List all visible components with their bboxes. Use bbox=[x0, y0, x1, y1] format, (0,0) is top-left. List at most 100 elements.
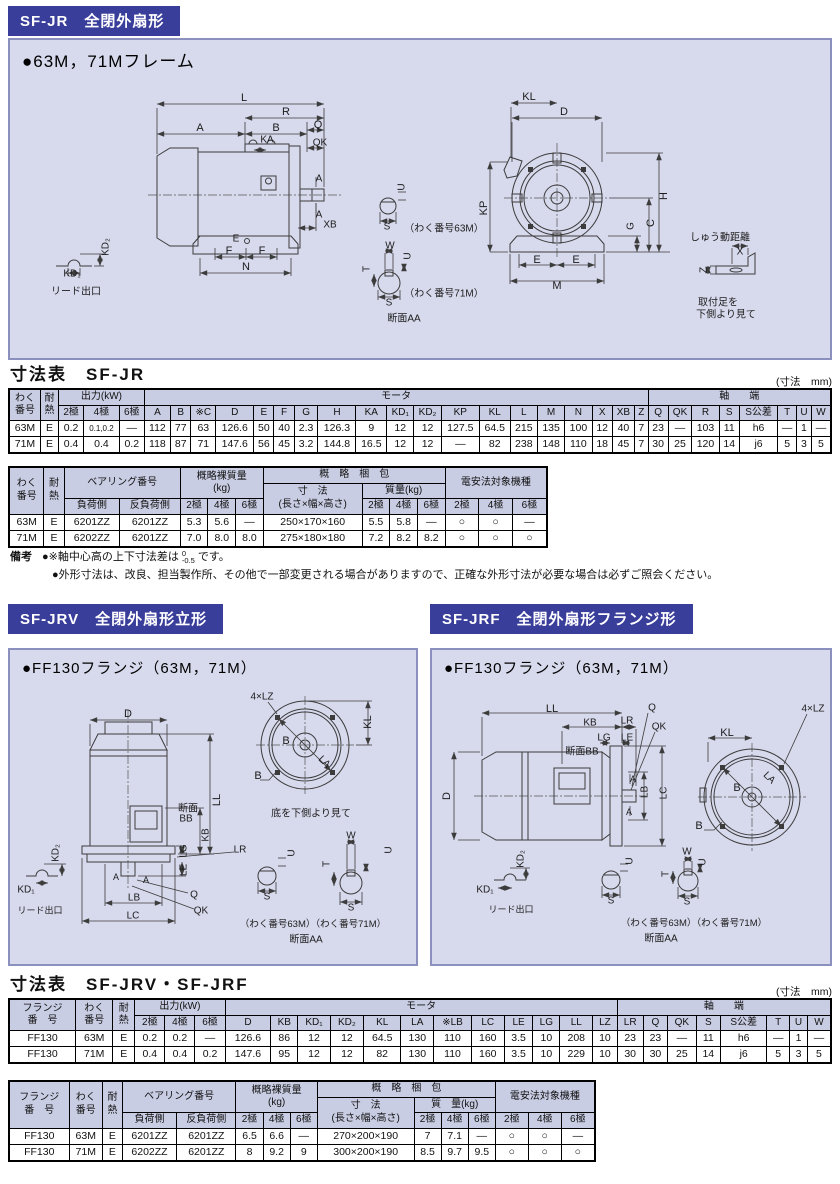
header-cell: D bbox=[215, 404, 255, 421]
data-cell: 3.5 bbox=[503, 1046, 534, 1064]
header-cell: LC bbox=[470, 1014, 505, 1031]
data-cell: 25 bbox=[667, 1046, 697, 1064]
header-cell: 反負荷側 bbox=[119, 498, 181, 515]
table-row: フランジ 番 号 わく 番号 耐 熱 出力(kW) モータ 軸 端 bbox=[8, 998, 832, 1031]
header-cell: 6極 bbox=[511, 498, 548, 515]
data-cell: 30 bbox=[647, 436, 669, 454]
dim-label: KA bbox=[260, 134, 274, 146]
data-cell: 64.5 bbox=[363, 1029, 402, 1048]
dim-label: A bbox=[142, 875, 150, 885]
header-cell: F bbox=[273, 404, 295, 421]
header-cell: ベアリング番号 bbox=[121, 1080, 237, 1113]
header-cell: W bbox=[810, 404, 832, 421]
header-cell: 出力(kW) bbox=[134, 998, 226, 1016]
dim-label: S bbox=[263, 891, 271, 903]
data-cell: 130 bbox=[400, 1029, 435, 1048]
data-cell: 71M bbox=[8, 529, 45, 548]
data-cell: — bbox=[667, 1029, 697, 1048]
data-cell: 87 bbox=[170, 436, 192, 454]
data-cell: 45 bbox=[611, 436, 636, 454]
data-cell: 0.2 bbox=[164, 1029, 196, 1048]
dim-label: KD₁ bbox=[476, 884, 494, 896]
drawing-panel-sf-jr: ●63M，71Mフレーム bbox=[8, 38, 832, 360]
header-cell: 2極 bbox=[179, 498, 209, 515]
data-cell: 77 bbox=[170, 419, 192, 438]
header-cell: わく 番号 bbox=[75, 998, 114, 1031]
drawing-panel-sf-jrf: ●FF130フランジ（63M，71M） bbox=[430, 648, 832, 966]
dim-label: C bbox=[645, 219, 657, 227]
header-cell: 4極 bbox=[389, 498, 418, 515]
dim-label: リード出口 bbox=[51, 286, 101, 298]
data-cell: 5.5 bbox=[361, 513, 391, 531]
data-cell: 64.5 bbox=[478, 419, 511, 438]
data-cell: 63M bbox=[68, 1127, 104, 1145]
data-cell: 0.4 bbox=[83, 436, 120, 454]
data-cell: 250×170×160 bbox=[262, 513, 363, 531]
header-cell: H bbox=[317, 404, 357, 421]
header-cell: LA bbox=[400, 1014, 435, 1031]
dim-label: D bbox=[560, 106, 568, 118]
header-cell: ※LB bbox=[433, 1014, 472, 1031]
header-cell: モータ bbox=[224, 998, 618, 1016]
header-cell: わく 番号 bbox=[8, 466, 45, 515]
data-cell: 71M bbox=[8, 436, 41, 454]
section-header-sf-jrf: SF-JRF 全閉外扇形フランジ形 bbox=[430, 604, 693, 634]
data-cell: 11 bbox=[695, 1029, 722, 1048]
dim-label: LB bbox=[639, 785, 651, 799]
sf-jrf-technical-drawing bbox=[451, 710, 808, 899]
data-cell: 6.6 bbox=[262, 1127, 291, 1145]
data-cell: 9.7 bbox=[440, 1143, 469, 1162]
dim-label: U bbox=[383, 846, 395, 854]
dim-label: 4×LZ bbox=[250, 691, 274, 703]
dim-label: B bbox=[272, 122, 280, 134]
data-cell: ○ bbox=[494, 1127, 529, 1145]
dim-label: KL bbox=[522, 91, 536, 103]
unit-note: (寸法 mm) bbox=[776, 986, 832, 998]
dim-label: しゅう動距離 bbox=[690, 232, 750, 244]
dim-label: A bbox=[315, 209, 323, 221]
data-cell: 112 bbox=[143, 419, 172, 438]
header-cell: 4極 bbox=[207, 498, 237, 515]
data-cell: 12 bbox=[297, 1046, 331, 1064]
header-cell: S公差 bbox=[738, 404, 779, 421]
dim-label: BB bbox=[179, 813, 193, 825]
header-cell: 6極 bbox=[416, 498, 446, 515]
table-row: フランジ 番 号 わく 番号 耐 熱 ベアリング番号 概略裸質量 (kg) 概 … bbox=[8, 1080, 596, 1129]
header-cell: 電安法対象機種 bbox=[494, 1080, 596, 1113]
header-cell: 4極 bbox=[262, 1112, 291, 1129]
header-cell: 負荷側 bbox=[63, 498, 121, 515]
data-cell: 25 bbox=[667, 436, 693, 454]
data-cell: — bbox=[289, 1127, 318, 1145]
data-cell: ○ bbox=[478, 529, 513, 548]
data-cell: 95 bbox=[270, 1046, 299, 1064]
data-cell: 126.6 bbox=[224, 1029, 272, 1048]
header-cell: M bbox=[536, 404, 566, 421]
data-cell: 12 bbox=[413, 419, 442, 438]
data-cell: 6.5 bbox=[235, 1127, 264, 1145]
header-cell: モータ bbox=[143, 388, 649, 406]
dim-label: QK bbox=[651, 721, 667, 733]
data-cell: FF130 bbox=[8, 1046, 77, 1064]
data-cell: 238 bbox=[509, 436, 538, 454]
remark-text: です。 bbox=[197, 551, 230, 563]
data-cell: E bbox=[43, 513, 65, 531]
data-cell: E bbox=[102, 1127, 123, 1145]
data-cell: 0.2 bbox=[194, 1046, 226, 1064]
dim-label: T bbox=[321, 860, 333, 868]
header-cell: KP bbox=[440, 404, 480, 421]
header-cell: N bbox=[564, 404, 593, 421]
header-cell: 出力(kW) bbox=[58, 388, 145, 406]
dim-label: G bbox=[625, 222, 637, 230]
header-cell: 軸 端 bbox=[616, 998, 832, 1016]
weight-table-sf-jr: わく 番号 耐 熱 ベアリング番号 概略裸質量 (kg) 概 略 梱 包 電安法… bbox=[8, 466, 548, 548]
header-cell: 4極 bbox=[164, 1014, 196, 1031]
dim-label: W bbox=[385, 240, 395, 252]
dim-label: S bbox=[683, 896, 691, 908]
header-cell: T bbox=[777, 404, 798, 421]
data-cell: 6201ZZ bbox=[119, 513, 181, 531]
header-cell: 耐 熱 bbox=[102, 1080, 123, 1129]
data-cell: 9 bbox=[355, 419, 388, 438]
